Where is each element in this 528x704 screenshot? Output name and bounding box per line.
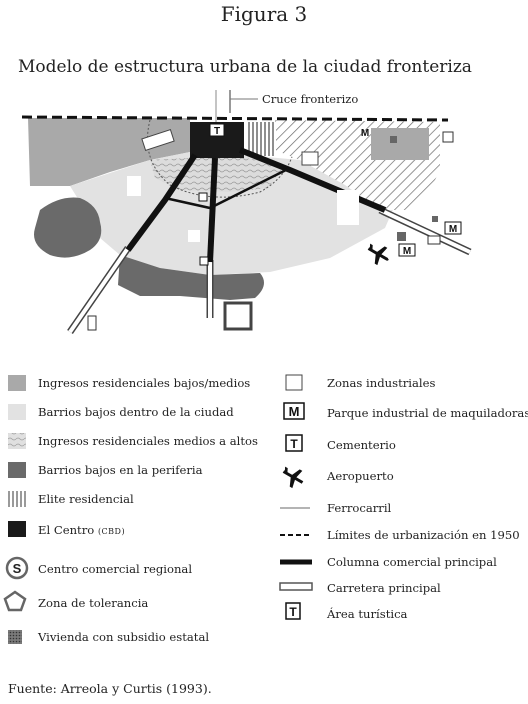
legend-label-mid-high-income: Ingresos residenciales medios a altos [38, 434, 258, 448]
legend-label-elite: Elite residencial [38, 492, 134, 506]
legend-label-tourist-area: Área turística [327, 607, 408, 621]
legend-label-cbd-abbr: (CBD) [97, 527, 126, 536]
double-line-icon [279, 582, 313, 591]
legend-label-inner-slums: Barrios bajos dentro de la ciudad [38, 405, 234, 419]
legend-label-subsidized-housing: Vivienda con subsidio estatal [38, 630, 210, 644]
airport-map-icon [367, 243, 389, 266]
legend-right-symbols: M T T [279, 374, 313, 620]
legend-label-urban-limit: Límites de urbanización en 1950 [327, 528, 520, 542]
circle-s-icon: S [5, 556, 29, 580]
legend-label-cbd-text: El Centro [38, 523, 95, 537]
elite-residential-zone [246, 122, 276, 156]
svg-text:M: M [403, 246, 411, 257]
svg-text:T: T [214, 126, 220, 137]
urbanization-limit-1950 [21, 115, 449, 122]
northeast-white-box [442, 131, 454, 143]
source-note: Fuente: Arreola y Curtis (1993). [8, 681, 212, 696]
legend-label-periphery-slums: Barrios bajos en la periferia [38, 463, 203, 477]
dotted-dark-swatch [8, 630, 22, 644]
legend-label-highway: Carretera principal [327, 581, 441, 595]
svg-text:T: T [289, 605, 297, 619]
legend-label-maquiladoras: Parque industrial de maquiladoras [327, 406, 528, 420]
legend-label-industrial: Zonas industriales [327, 376, 436, 390]
urban-structure-map: T M M M Cruce fronterizo [21, 90, 472, 334]
m-box-icon: M [283, 402, 305, 420]
industrial-blocks [127, 129, 359, 331]
figure-label: Figura 3 [220, 2, 308, 26]
sector-boundary-dotted [147, 119, 297, 198]
legend-left-symbols: S [3, 375, 29, 644]
legend-label-tolerance-zone: Zona de tolerancia [38, 596, 149, 610]
west-periphery-slum [34, 197, 102, 258]
legend-label-cbd: El Centro (CBD) [38, 523, 125, 539]
figure-title: Modelo de estructura urbana de la ciudad… [18, 57, 472, 77]
svg-text:T: T [290, 437, 298, 451]
black-swatch [8, 521, 26, 537]
northwest-residential-zone [28, 118, 190, 186]
map-symbols: T M M M [87, 123, 462, 331]
south-periphery-slum [118, 255, 264, 300]
svg-text:S: S [13, 561, 22, 576]
white-box-icon [285, 374, 303, 391]
legend-label-mall: Centro comercial regional [38, 562, 193, 576]
northeast-industrial-block [371, 128, 429, 160]
t-box-tourist-icon: T [285, 602, 301, 620]
pentagon-icon [3, 590, 27, 612]
main-highways [67, 206, 472, 334]
svg-text:M: M [449, 224, 457, 235]
mid-gray-swatch [8, 375, 26, 391]
northeast-small-square [390, 136, 397, 143]
wavy-hatch-swatch [8, 433, 26, 449]
airplane-icon [282, 466, 304, 489]
legend-label-low-mid-income: Ingresos residenciales bajos/medios [38, 376, 251, 390]
svg-text:M: M [289, 404, 300, 419]
crossing-label: Cruce fronterizo [262, 92, 358, 106]
vertical-stripes-swatch [8, 491, 26, 507]
light-gray-swatch [8, 404, 26, 420]
dark-gray-swatch [8, 462, 26, 478]
legend-label-commercial-column: Columna comercial principal [327, 555, 497, 569]
legend-label-railway: Ferrocarril [327, 501, 392, 515]
legend-label-airport: Aeropuerto [327, 469, 394, 483]
svg-text:M: M [361, 128, 369, 139]
legend-label-cemetery: Cementerio [327, 438, 396, 452]
t-box-icon: T [285, 434, 303, 452]
